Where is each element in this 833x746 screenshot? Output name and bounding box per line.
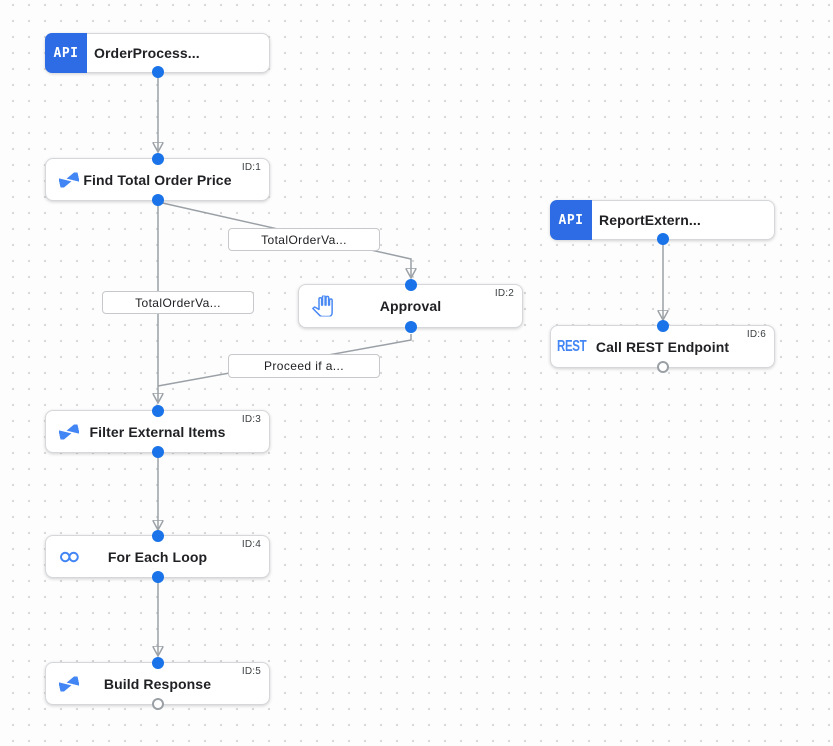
api-trigger-badge: API: [550, 200, 592, 240]
task-id-badge: ID:1: [241, 162, 261, 173]
task-title: Build Response: [103, 675, 212, 692]
output-port[interactable]: [151, 571, 164, 583]
add-next-step-port[interactable]: [151, 698, 164, 710]
task-id-badge: ID:6: [746, 329, 766, 340]
input-port[interactable]: [151, 153, 164, 165]
task-title: Approval: [379, 298, 442, 314]
input-port[interactable]: [151, 405, 164, 417]
trigger-node-order-process[interactable]: API OrderProcess...: [45, 33, 270, 78]
data-mapping-icon: [59, 676, 79, 691]
add-next-step-port[interactable]: [656, 361, 669, 373]
task-node-build-response[interactable]: ID:5 Build Response: [45, 657, 270, 710]
edge-find-to-approval: [157, 201, 411, 276]
data-mapping-icon: [59, 172, 79, 187]
for-each-loop-icon: [59, 551, 81, 563]
input-port[interactable]: [404, 279, 417, 291]
output-port[interactable]: [656, 233, 669, 245]
input-port[interactable]: [151, 530, 164, 542]
trigger-title: ReportExtern...: [599, 212, 701, 228]
rest-icon: REST: [557, 337, 587, 355]
task-node-call-rest-endpoint[interactable]: ID:6 REST Call REST Endpoint: [550, 320, 775, 373]
task-title: For Each Loop: [107, 548, 208, 565]
output-port[interactable]: [404, 321, 417, 333]
task-node-approval[interactable]: ID:2 Approval: [298, 279, 523, 333]
task-node-for-each-loop[interactable]: ID:4 For Each Loop: [45, 530, 270, 583]
task-id-badge: ID:4: [241, 539, 261, 550]
api-trigger-badge: API: [45, 33, 87, 73]
trigger-title: OrderProcess...: [94, 45, 200, 61]
edge-condition-label[interactable]: TotalOrderVa...: [228, 228, 380, 251]
trigger-node-report-external[interactable]: API ReportExtern...: [550, 200, 775, 245]
task-node-filter-external-items[interactable]: ID:3 Filter External Items: [45, 405, 270, 458]
data-mapping-icon: [59, 424, 79, 439]
input-port[interactable]: [656, 320, 669, 332]
input-port[interactable]: [151, 657, 164, 669]
task-id-badge: ID:2: [494, 288, 514, 299]
output-port[interactable]: [151, 194, 164, 206]
edge-condition-label[interactable]: Proceed if a...: [228, 354, 380, 378]
edge-condition-label[interactable]: TotalOrderVa...: [102, 291, 254, 314]
output-port[interactable]: [151, 446, 164, 458]
task-title: Find Total Order Price: [83, 171, 232, 188]
task-id-badge: ID:5: [241, 666, 261, 677]
task-title: Filter External Items: [89, 423, 226, 440]
task-id-badge: ID:3: [241, 414, 261, 425]
task-node-find-total-order-price[interactable]: ID:1 Find Total Order Price: [45, 153, 270, 206]
task-title: Call REST Endpoint: [595, 338, 730, 355]
output-port[interactable]: [151, 66, 164, 78]
approval-hand-icon: [312, 295, 333, 317]
